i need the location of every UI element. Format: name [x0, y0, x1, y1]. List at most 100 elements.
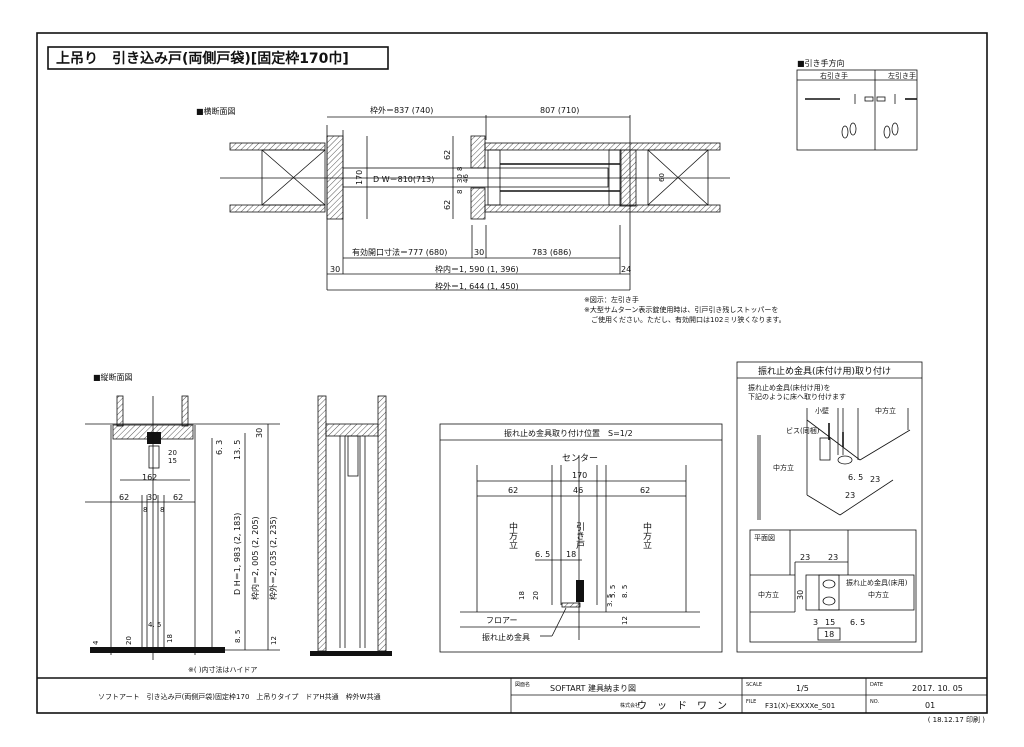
dim-3-5: 3. 5 [606, 594, 614, 607]
scale-value: 1/5 [796, 684, 809, 693]
sheet-border [36, 32, 988, 714]
dim-dh: D H＝1, 983 (2, 183) [233, 513, 242, 595]
small-wall-label: 小壁 [815, 406, 829, 415]
dim-23-a: 23 [870, 475, 880, 484]
plan-stopper-label: 振れ止め金具(床用) [846, 578, 908, 587]
dim-783: 783 (686) [532, 248, 571, 257]
dim-effective-opening: 有効開口寸法＝777 (680) [352, 247, 447, 257]
drawing-description: ソフトアート 引き込み戸(両側戸袋)固定枠170 上吊りタイプ ドアH共通 枠外… [98, 692, 381, 701]
dim-12: 12 [270, 636, 278, 645]
dim-170: 170 [355, 170, 364, 185]
drawing-title: 上吊り 引き込み戸(両側戸袋)[固定枠170巾] [47, 46, 389, 70]
handle-direction-heading: ■引き手方向 [797, 58, 845, 68]
dim-4-5: 4. 5 [148, 621, 161, 629]
dim-62-top: 62 [443, 150, 452, 160]
footprints-icon [883, 122, 899, 139]
dim-8-right: 8 [160, 506, 164, 514]
dim-4: 4 [92, 640, 100, 645]
note-line: ※図示：左引き手 [584, 295, 639, 304]
right-handle-label: 右引き手 [820, 71, 848, 80]
file-value: F31(X)-EXXXXe_S01 [765, 702, 835, 710]
dim-62-right: 62 [640, 486, 650, 495]
date-value: 2017. 10. 05 [912, 684, 963, 693]
mullion-left-label: 中方立 [507, 521, 518, 549]
file-label: FILE [746, 699, 756, 705]
dim-6-5: 6. 5 [848, 473, 863, 482]
dim-30: 30 [147, 493, 157, 502]
dim-frame-inner-height: 枠内＝2, 005 (2, 205) [250, 516, 260, 600]
drawing-name: SOFTART 建具納まり図 [550, 683, 636, 693]
dim-dw: D W＝810(713) [373, 175, 434, 184]
company-label: 株式会社 [620, 702, 640, 709]
plan-mullion-left: 中方立 [758, 590, 779, 599]
dim-frame-outer-right: 807 (710) [540, 106, 579, 115]
mullion-right-label: 中方立 [641, 521, 652, 549]
dim-30: 30 [456, 174, 464, 183]
dim-46: 46 [462, 174, 470, 183]
dim-right-24: 24 [621, 265, 631, 274]
plan-label: 平面図 [754, 534, 775, 542]
scale-label: SCALE [746, 682, 762, 688]
date-label: DATE [870, 682, 883, 688]
screw-label: ビス(同梱) [786, 426, 820, 435]
dim-left-30: 30 [330, 265, 340, 274]
plan-section: ■横断面図 枠外＝837 (740) 807 [196, 105, 786, 324]
plan-dim-30: 30 [796, 590, 805, 600]
dim-62-right: 62 [173, 493, 183, 502]
print-date: ( 18.12.17 印刷 ) [928, 716, 986, 724]
dim-13-5: 13. 5 [233, 440, 242, 460]
stopper-install-heading: 振れ止め金具(床付け用)取り付け [758, 365, 891, 377]
handle-direction-panel: ■引き手方向 右引き手 左引き手 [796, 58, 918, 151]
floor-label: フロアー [486, 616, 518, 625]
mullion-label-b: 中方立 [773, 463, 794, 472]
dim-30-right: 30 [255, 428, 264, 438]
note-line: ご使用ください。ただし、有効開口は102ミリ狭くなります。 [584, 315, 786, 324]
company-name: ウ ッ ド ワ ン [637, 700, 727, 712]
plan-dim-18: 18 [824, 630, 834, 639]
title-text: 上吊り 引き込み戸(両側戸袋)[固定枠170巾] [56, 50, 349, 67]
dim-8-5: 8. 5 [621, 585, 629, 598]
plan-section-heading: ■横断面図 [196, 106, 236, 116]
stopper-position-panel: 振れ止め金具取り付け位置 S=1/2 センター 170 62 46 62 中方立… [439, 423, 723, 653]
title-block: ソフトアート 引き込み戸(両側戸袋)固定枠170 上吊りタイプ ドアH共通 枠外… [37, 677, 987, 724]
dim-20-vertical: 20 [532, 591, 540, 600]
dim-60: 60 [658, 173, 666, 182]
dim-20-top: 20 [168, 449, 177, 457]
dim-12: 12 [621, 616, 629, 625]
dim-18-vertical: 18 [518, 591, 526, 600]
door-label: 引き戸 [574, 522, 585, 550]
dim-5-5: 5. 5 [609, 585, 617, 598]
dim-18: 18 [566, 550, 576, 559]
dim-15: 15 [168, 457, 177, 465]
dim-8-bottom: 8 [456, 190, 464, 194]
dim-46: 46 [573, 486, 583, 495]
dim-170: 170 [572, 471, 587, 480]
dim-18: 18 [166, 634, 174, 643]
stopper-label: 振れ止め金具 [482, 632, 530, 642]
dim-gap-30: 30 [474, 248, 484, 257]
dim-8-left: 8 [143, 506, 147, 514]
instruction-line-2: 下記のように床へ取り付けます [748, 392, 846, 401]
center-label: センター [562, 453, 598, 464]
vertical-section-heading: ■縦断面図 [93, 372, 133, 382]
dim-20: 20 [125, 636, 133, 645]
plan-dim-3: 3 [813, 618, 818, 627]
footprints-icon [841, 122, 857, 139]
note-line: ※大型サムターン表示錠使用時は、引戸引き残しストッパーを [584, 305, 778, 314]
number-value: 01 [925, 701, 935, 710]
mullion-label-a: 中方立 [875, 406, 896, 415]
dim-frame-outer-height: 枠外＝2, 035 (2, 235) [268, 516, 278, 600]
dim-8-top: 8 [456, 167, 464, 171]
instruction-line-1: 振れ止め金具(床付け用)を [748, 383, 830, 392]
dim-frame-outer-left: 枠外＝837 (740) [370, 105, 433, 115]
stopper-position-heading: 振れ止め金具取り付け位置 S=1/2 [504, 428, 633, 438]
dim-23-b: 23 [845, 491, 855, 500]
number-label: NO. [870, 699, 879, 705]
drawing-name-label: 図面名 [515, 681, 530, 688]
vertical-section: ■縦断面図 20 15 162 62 30 62 8 8 6. 3 13. 5 … [85, 372, 392, 674]
dim-62-left: 62 [508, 486, 518, 495]
plan-dim-15: 15 [825, 618, 835, 627]
plan-dim-23-b: 23 [828, 553, 838, 562]
stopper-install-panel: 振れ止め金具(床付け用)取り付け 振れ止め金具(床付け用)を 下記のように床へ取… [736, 361, 923, 653]
dim-8-5: 8. 5 [234, 630, 242, 643]
